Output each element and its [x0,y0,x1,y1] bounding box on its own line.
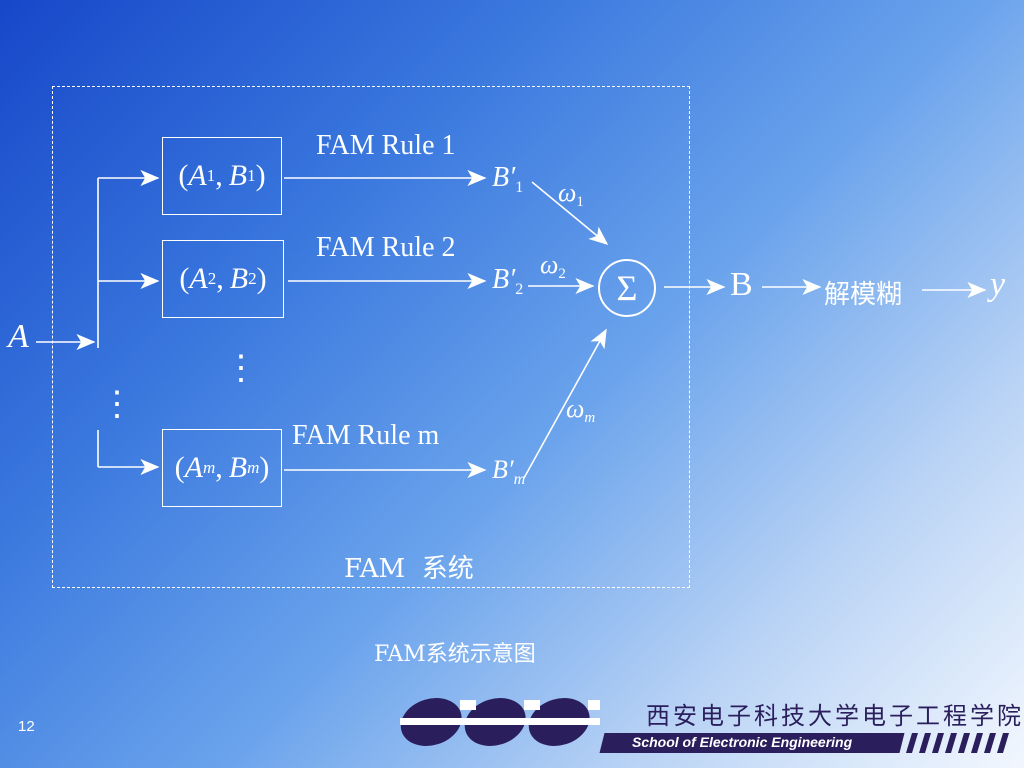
summation-node: Σ [598,259,656,317]
defuzzification-label: 解模糊 [824,280,903,310]
rule-label-1: FAM Rule 1 [316,130,456,161]
fam-system-frame [52,86,690,588]
weight-arrow-1 [531,181,609,246]
bus-ellipsis: ⋮ [100,386,134,423]
rule-output-1: B′1 [492,162,524,196]
weight-label-m: ωm [566,394,596,426]
rules-ellipsis: ⋮ [224,350,258,387]
rule-label-2: FAM Rule 2 [316,232,456,263]
weight-label-2: ω2 [540,250,566,282]
rule-label-m: FAM Rule m [292,420,440,451]
rule-output-2: B′2 [492,264,524,298]
see-logo [400,698,600,746]
fam-system-label: FAM 系统 [344,554,474,584]
aggregate-output-label: B [730,266,753,303]
rule-output-m: B′m [492,455,526,488]
institution-name-cn: 西安电子科技大学电子工程学院 [646,702,1024,730]
final-output-label: y [990,266,1006,303]
weight-arrow-m [523,328,607,479]
weight-label-1: ω1 [558,178,584,210]
page-number: 12 [18,718,35,735]
institution-name-en: School of Electronic Engineering [632,734,853,750]
decorative-stripes [906,733,1009,753]
input-label: A [8,318,29,355]
figure-caption: FAM系统示意图 [374,642,536,667]
